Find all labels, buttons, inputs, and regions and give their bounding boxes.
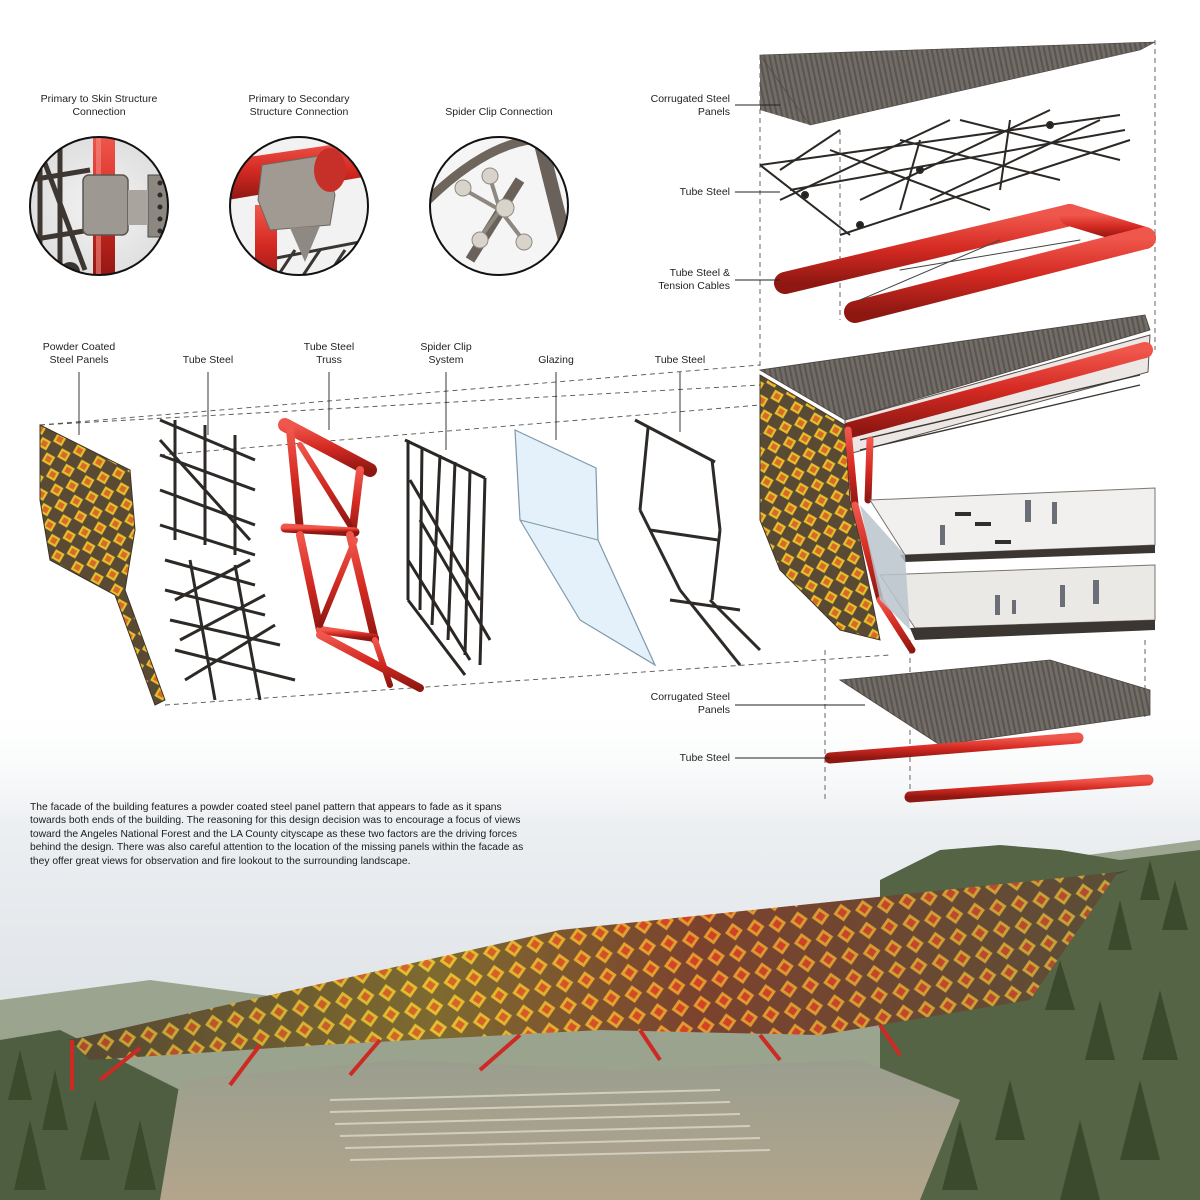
- description-line: towards both ends of the building. The r…: [30, 815, 521, 827]
- layer-tube-steel-truss: [278, 418, 424, 692]
- guide-lines: [39, 40, 1156, 800]
- layer-label-spider-clip-system: Spider Clip System: [420, 341, 472, 366]
- stack-label-corrugated-bottom: Corrugated Steel Panels: [650, 691, 730, 716]
- leader-lines: [78, 104, 865, 759]
- detail-label-secondary: Primary to Secondary Structure Connectio…: [248, 93, 350, 118]
- stack-label-tube-steel: Tube Steel: [679, 186, 730, 198]
- stack-label-corrugated-top: Corrugated Steel Panels: [650, 93, 730, 118]
- description-line: behind the design. There was also carefu…: [30, 842, 524, 854]
- secondary-connection-detail-icon: [230, 137, 368, 275]
- layer-label-glazing: Glazing: [538, 354, 574, 366]
- spider-clip-detail-icon: [430, 137, 568, 275]
- layer-label-powder-coated: Powder Coated Steel Panels: [42, 341, 116, 366]
- layer-glazing: [514, 429, 657, 667]
- layer-label-tube-steel-1: Tube Steel: [182, 354, 234, 366]
- layer-label-tube-steel-2: Tube Steel: [654, 354, 706, 366]
- detail-label-skin: Primary to Skin Structure Connection: [40, 93, 158, 118]
- stack-bottom-tubes: [824, 732, 1154, 803]
- stack-label-tension-cables: Tube Steel & Tension Cables: [658, 267, 730, 292]
- landscape-render: [0, 700, 1200, 1200]
- layer-spider-clip-system: [404, 438, 492, 676]
- description-line: The facade of the building features a po…: [30, 802, 502, 813]
- skin-connection-detail-icon: [30, 137, 168, 275]
- stack-red-tube-steel: [774, 204, 1156, 323]
- facade-description: The facade of the building features a po…: [30, 801, 524, 868]
- detail-label-spider-clip: Spider Clip Connection: [445, 106, 553, 118]
- stack-label-tube-steel-bottom: Tube Steel: [679, 752, 730, 764]
- layer-label-truss: Tube Steel Truss: [303, 341, 355, 366]
- layer-powder-coated-panels: [39, 424, 166, 706]
- detail-primary-to-secondary: [229, 136, 369, 276]
- detail-spider-clip: [429, 136, 569, 276]
- description-line: toward the Angeles National Forest and t…: [30, 828, 518, 840]
- stack-corrugated-floor: [838, 659, 1151, 746]
- stack-assembled-module: [758, 314, 1156, 654]
- stack-tube-steel-frame: [759, 109, 1131, 236]
- layer-tube-steel-frame: [634, 418, 762, 666]
- layer-tube-steel-grid: [158, 418, 296, 701]
- stack-corrugated-roof-top: [759, 41, 1156, 126]
- description-line: they offer great views for observation a…: [30, 855, 411, 867]
- detail-primary-to-skin: [29, 136, 169, 276]
